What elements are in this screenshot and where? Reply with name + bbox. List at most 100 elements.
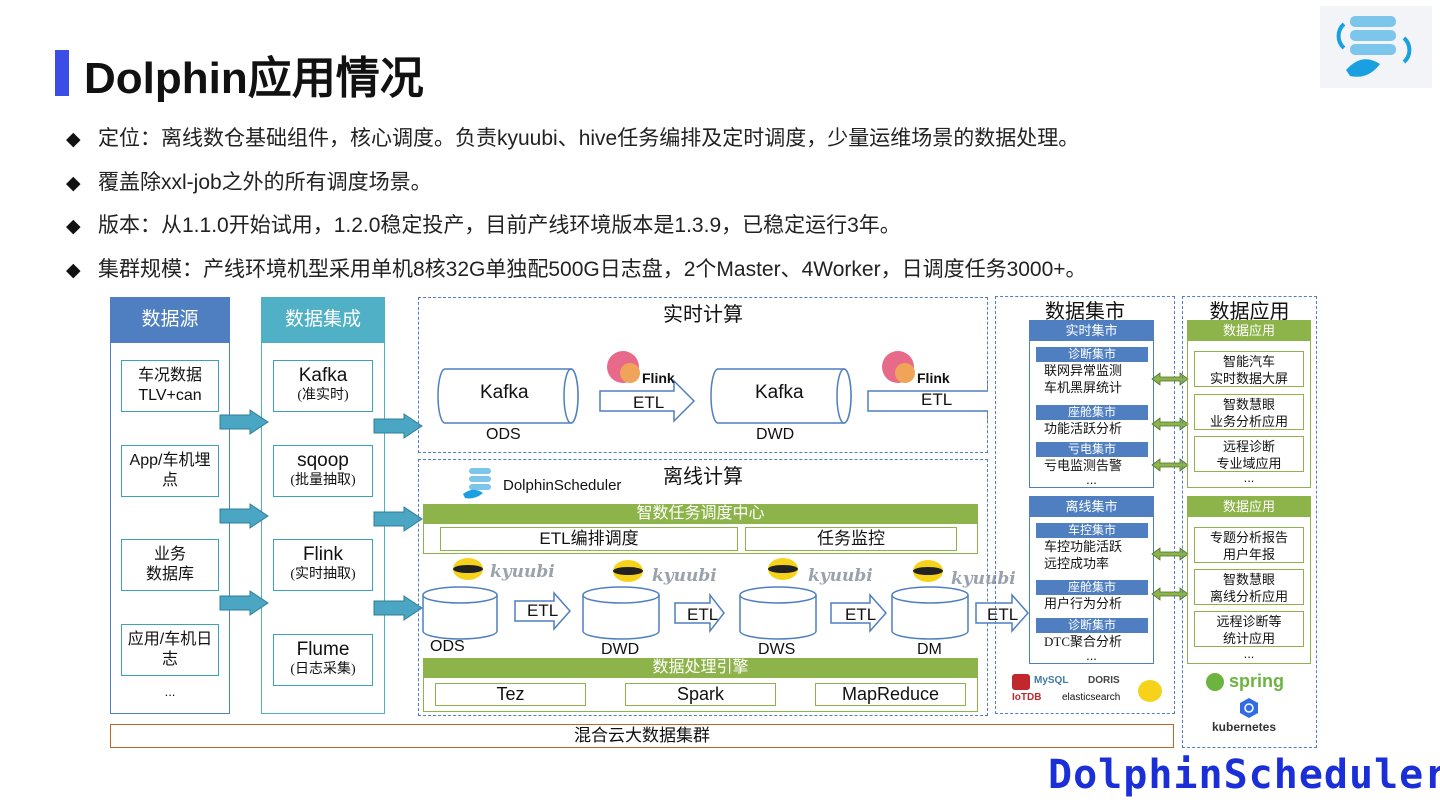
diamond-icon: ◆ [66, 129, 81, 150]
app-business-analysis[interactable]: 智数慧眼业务分析应用 [1194, 394, 1304, 430]
rt-mart-group-diag: 诊断集市 [1036, 347, 1148, 362]
page-title: Dolphin应用情况 [84, 54, 424, 103]
diamond-icon: ◆ [66, 216, 81, 237]
mysql-logo: MySQL [1034, 675, 1069, 686]
hive-icon-2 [613, 560, 643, 582]
realtime-etl-1: ETL [633, 393, 665, 412]
flink-logo-2: Flink [917, 370, 950, 386]
bullet-cluster-scale: ◆集群规模：产线环境机型采用单机8核32G单独配500G日志盘，2个Master… [66, 258, 1087, 281]
kyuubi-logo-2: kyuubi [652, 566, 717, 586]
off-mart-cockpit-line1: 用户行为分析 [1044, 596, 1123, 611]
data-apps-heading: 数据应用 [1209, 301, 1290, 323]
integration-sqoop: sqoop(批量抽取) [273, 445, 373, 497]
off-mart-group-control: 车控集市 [1036, 523, 1148, 538]
realtime-kafka-dwd: Kafka [755, 382, 804, 403]
task-monitor-box: 任务监控 [745, 527, 957, 551]
layer-ods: ODS [430, 638, 465, 655]
storage-logos: MySQL DORIS IoTDB elasticsearch [1010, 672, 1170, 710]
app-offline-analysis[interactable]: 智数慧眼离线分析应用 [1194, 569, 1304, 605]
apps-top-more: ... [1243, 470, 1255, 485]
engine-bar: 数据处理引擎 [423, 658, 978, 678]
offline-section [418, 459, 988, 716]
cyl-dws [739, 586, 817, 640]
realtime-graphics [437, 351, 988, 424]
off-mart-group-cockpit: 座舱集市 [1036, 580, 1148, 595]
apps-bottom-more: ... [1243, 646, 1255, 661]
source-app-tracking: App/车机埋点 [121, 445, 219, 497]
dolphinscheduler-small-label: DolphinScheduler [503, 477, 622, 494]
bullet-version: ◆版本：从1.1.0开始试用，1.2.0稳定投产，目前产线环境版本是1.3.9，… [66, 214, 901, 237]
integration-heading: 数据集成 [261, 297, 385, 343]
hive-icon-4 [913, 560, 943, 582]
redis-icon [1012, 674, 1030, 690]
off-mart-more: ... [1086, 648, 1097, 663]
app-realtime-screen[interactable]: 智能汽车实时数据大屏 [1194, 351, 1304, 387]
integration-flume: Flume(日志采集) [273, 634, 373, 686]
kubernetes-icon [1240, 698, 1258, 718]
diamond-icon: ◆ [66, 173, 81, 194]
layer-dws: DWS [758, 641, 796, 658]
app-annual-report[interactable]: 专题分析报告用户年报 [1194, 527, 1304, 563]
off-mart-control-line1: 车控功能活跃 [1044, 539, 1123, 554]
realtime-dwd-label: DWD [756, 426, 795, 443]
elasticsearch-logo: elasticsearch [1062, 692, 1121, 703]
engine-body [423, 678, 978, 712]
kyuubi-logo-4: kyuubi [951, 569, 1016, 589]
source-business-db: 业务数据库 [121, 539, 219, 591]
realtime-section [418, 297, 988, 453]
offline-heading: 离线计算 [663, 466, 743, 488]
offline-graphics [422, 558, 1030, 640]
offline-etl-1: ETL [527, 601, 559, 620]
realtime-heading: 实时计算 [663, 304, 743, 326]
scheduling-center-body [423, 524, 978, 554]
hybrid-cloud-cluster: 混合云大数据集群 [110, 724, 1174, 748]
rt-mart-cockpit-line1: 功能活跃分析 [1044, 421, 1123, 436]
dolphinscheduler-brand: DolphinScheduler [1048, 752, 1440, 798]
iotdb-logo: IoTDB [1012, 692, 1042, 703]
layer-dm: DM [917, 641, 942, 658]
hive-icon-3 [768, 558, 798, 580]
off-mart-group-diag: 诊断集市 [1036, 618, 1148, 633]
kyuubi-logo-1: kyuubi [490, 562, 555, 582]
flink-logo-1: Flink [642, 370, 675, 386]
data-source-heading: 数据源 [110, 297, 230, 343]
etl-orchestration-box: ETL编排调度 [440, 527, 738, 551]
dolphin-logo-icon [1320, 6, 1432, 88]
rt-mart-more: ... [1086, 472, 1097, 487]
bullet-coverage: ◆覆盖除xxl-job之外的所有调度场景。 [66, 171, 432, 194]
rt-mart-battery-line1: 亏电监测告警 [1044, 458, 1123, 473]
apps-top-heading: 数据应用 [1187, 320, 1311, 341]
app-remote-diagnosis[interactable]: 远程诊断专业域应用 [1194, 436, 1304, 472]
cyl-ods [422, 586, 498, 640]
data-apps-section [1182, 296, 1317, 748]
spring-logo: spring [1229, 671, 1285, 691]
realtime-mart-heading: 实时集市 [1029, 320, 1154, 341]
offline-etl-4: ETL [987, 605, 1019, 624]
doris-logo: DORIS [1088, 675, 1120, 686]
engine-mapreduce: MapReduce [815, 683, 966, 706]
kyuubi-logo-3: kyuubi [808, 566, 873, 586]
dolphinscheduler-small-icon [463, 468, 491, 499]
hive-icon-1 [453, 558, 483, 580]
engine-spark: Spark [625, 683, 776, 706]
layer-dwd: DWD [601, 641, 640, 658]
bullet-positioning: ◆定位：离线数仓基础组件，核心调度。负责kyuubi、hive任务编排及定时调度… [66, 127, 1080, 150]
off-mart-diag-line1: DTC聚合分析 [1044, 634, 1123, 649]
engine-tez: Tez [435, 683, 586, 706]
kubernetes-logo: kubernetes [1212, 720, 1277, 734]
title-accent-bar [55, 50, 69, 96]
realtime-ods-label: ODS [486, 426, 521, 443]
scheduling-center-bar: 智数任务调度中心 [423, 504, 978, 524]
hive-icon [1138, 680, 1162, 702]
rt-mart-diag-line2: 车机黑屏统计 [1044, 380, 1123, 395]
integration-flink: Flink(实时抽取) [273, 539, 373, 591]
offline-mart-heading: 离线集市 [1029, 496, 1154, 517]
diamond-icon: ◆ [66, 260, 81, 281]
offline-etl-2: ETL [687, 605, 719, 624]
source-more: ... [164, 684, 176, 699]
app-diagnosis-stats[interactable]: 远程诊断等统计应用 [1194, 611, 1304, 647]
data-mart-heading: 数据集市 [1045, 301, 1125, 323]
apps-bottom-heading: 数据应用 [1187, 496, 1311, 517]
integration-kafka: Kafka(准实时) [273, 360, 373, 412]
